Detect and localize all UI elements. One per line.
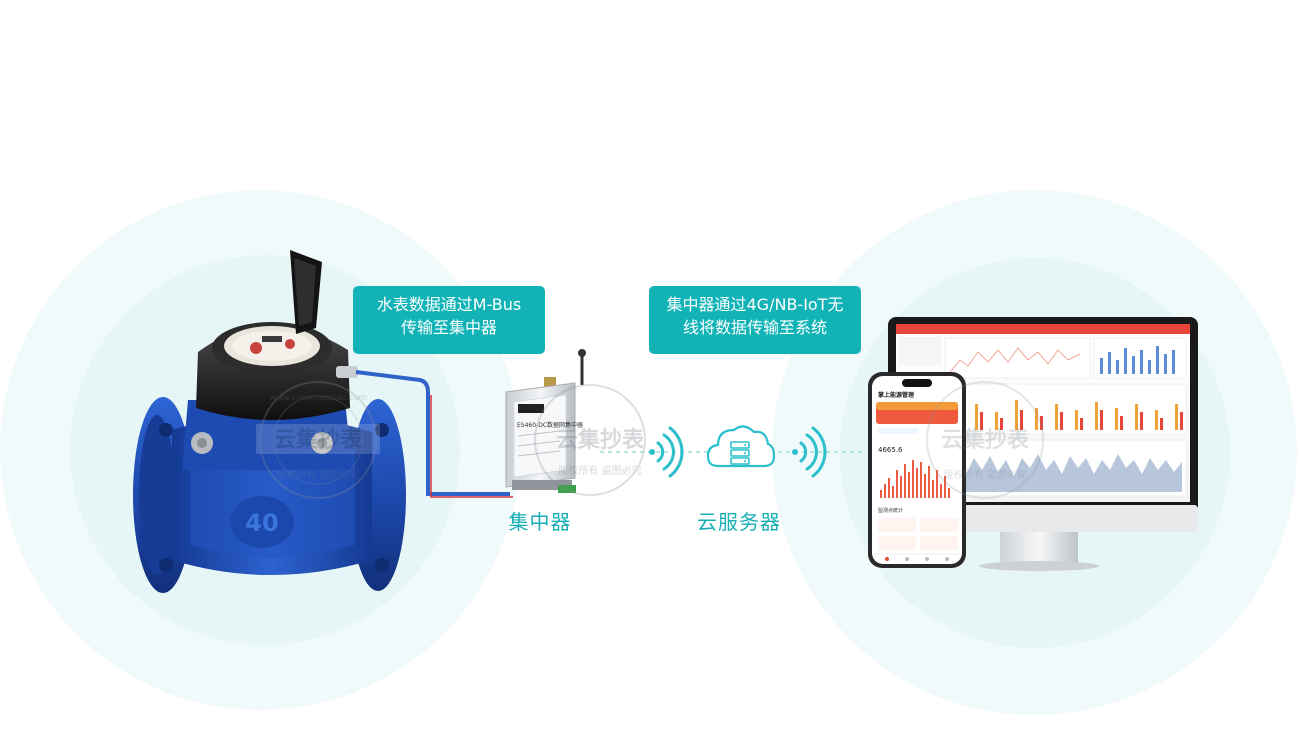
monitor-chart-4	[944, 439, 1187, 497]
phone-section-label: 监测点统计	[878, 507, 903, 514]
caption-cloud-server: 云服务器	[697, 510, 781, 534]
watermark-slogan: 版权所有 盗图必究	[276, 468, 359, 481]
wireless-signal-icon	[649, 426, 684, 478]
watermark-slogan: 版权所有 盗图必究	[558, 464, 641, 477]
cloud-server-icon	[706, 425, 776, 468]
wireless-signal-icon	[792, 426, 827, 478]
callout-wireless-line2: 线将数据传输至系统	[682, 318, 827, 337]
watermark-domain: www.yunjichaobiao.com	[270, 393, 367, 402]
water-meter: 40	[133, 250, 406, 593]
monitor-chart-3	[944, 383, 1187, 435]
watermark-brand: 云集抄表	[274, 427, 363, 453]
watermark-brand: 云集抄表	[941, 427, 1030, 453]
phone: 掌上能源管理 4665.6 监测点统计	[868, 372, 966, 568]
meter-size-mark: 40	[245, 509, 278, 537]
callout-mbus-line1: 水表数据通过M-Bus	[376, 295, 522, 314]
concentrator-device: ES460-DC数据网集中器	[505, 349, 586, 493]
callout-mbus-line2: 传输至集中器	[400, 318, 497, 337]
monitor-chart-1	[944, 337, 1091, 379]
watermark-brand: 云集抄表	[556, 427, 645, 453]
concentrator-model-label: ES460-DC数据网集中器	[517, 421, 583, 429]
phone-big-value: 4665.6	[878, 446, 903, 454]
callout-mbus: 水表数据通过M-Bus 传输至集中器	[353, 286, 545, 354]
phone-bar-chart	[880, 460, 950, 498]
callout-wireless: 集中器通过4G/NB-IoT无 线将数据传输至系统	[649, 286, 861, 354]
caption-concentrator: 集中器	[508, 510, 572, 534]
phone-app-title: 掌上能源管理	[878, 391, 914, 399]
watermark-slogan: 版权所有 盗图必究	[943, 468, 1026, 481]
watermark-left: 云集抄表 版权所有 盗图必究 www.yunjichaobiao.com	[256, 381, 380, 499]
mbus-cable	[355, 370, 510, 496]
watermark-center: 云集抄表 版权所有 盗图必究	[534, 384, 646, 496]
callout-wireless-line1: 集中器通过4G/NB-IoT无	[666, 295, 844, 314]
watermark-right: 云集抄表 版权所有 盗图必究	[926, 381, 1044, 499]
monitor-chart-2	[1093, 337, 1187, 379]
